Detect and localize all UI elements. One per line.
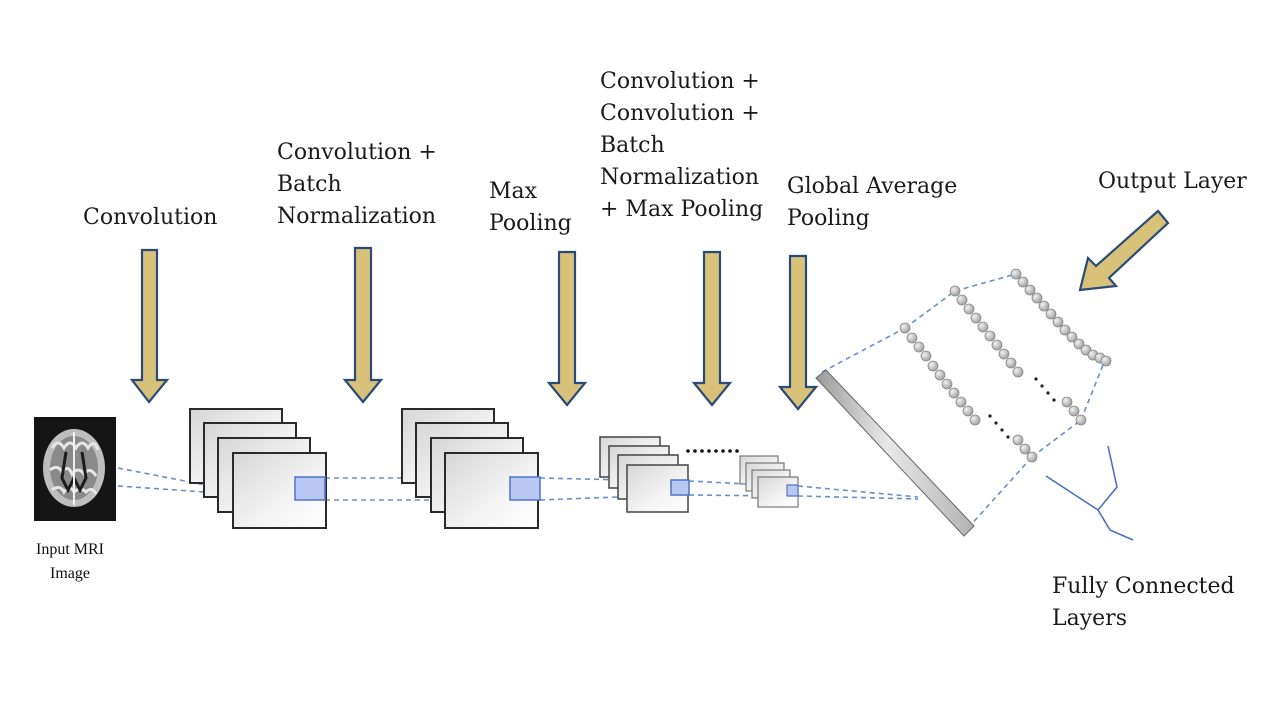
neuron-column-2 bbox=[949, 285, 1087, 426]
arrow-conv-conv-bn-maxpool bbox=[691, 250, 733, 407]
filter-window-2 bbox=[509, 476, 541, 501]
filter-window-3 bbox=[670, 479, 690, 496]
arrow-output-layer bbox=[1078, 209, 1170, 292]
label-conv-batch-norm: Convolution + Batch Normalization bbox=[277, 140, 437, 229]
neuron-column-1 bbox=[899, 322, 1038, 463]
neuron-column-3-output bbox=[1010, 268, 1112, 367]
label-input-mri-image: Input MRI Image bbox=[36, 541, 104, 582]
fully-connected-bracket bbox=[1045, 445, 1134, 541]
neuron-column-1-ellipsis bbox=[988, 414, 1010, 439]
arrow-max-pooling bbox=[546, 250, 588, 407]
label-global-average-pooling: Global Average Pooling bbox=[787, 174, 958, 231]
label-fully-connected-layers: Fully Connected Layers bbox=[1052, 574, 1235, 631]
feature-map-stack-2 bbox=[401, 408, 539, 529]
filter-window-4 bbox=[786, 484, 799, 497]
label-convolution: Convolution bbox=[83, 205, 218, 230]
label-conv-conv-bn-maxpool: Convolution + Convolution + Batch Normal… bbox=[600, 69, 764, 222]
arrow-global-average-pooling bbox=[777, 254, 819, 411]
filter-window-1 bbox=[294, 476, 326, 501]
label-max-pooling: Max Pooling bbox=[489, 179, 572, 236]
ellipsis-dots bbox=[686, 449, 739, 453]
feature-map-stack-4 bbox=[739, 455, 799, 508]
feature-map-stack-1 bbox=[189, 408, 327, 529]
label-output-layer: Output Layer bbox=[1098, 169, 1247, 194]
arrow-convolution bbox=[129, 248, 170, 404]
arrow-conv-batch-norm bbox=[342, 246, 384, 404]
neuron-column-2-ellipsis bbox=[1034, 377, 1056, 402]
mri-brain-image bbox=[34, 417, 116, 521]
feature-map-stack-3 bbox=[599, 436, 689, 513]
global-average-pooling-bar bbox=[815, 369, 975, 537]
